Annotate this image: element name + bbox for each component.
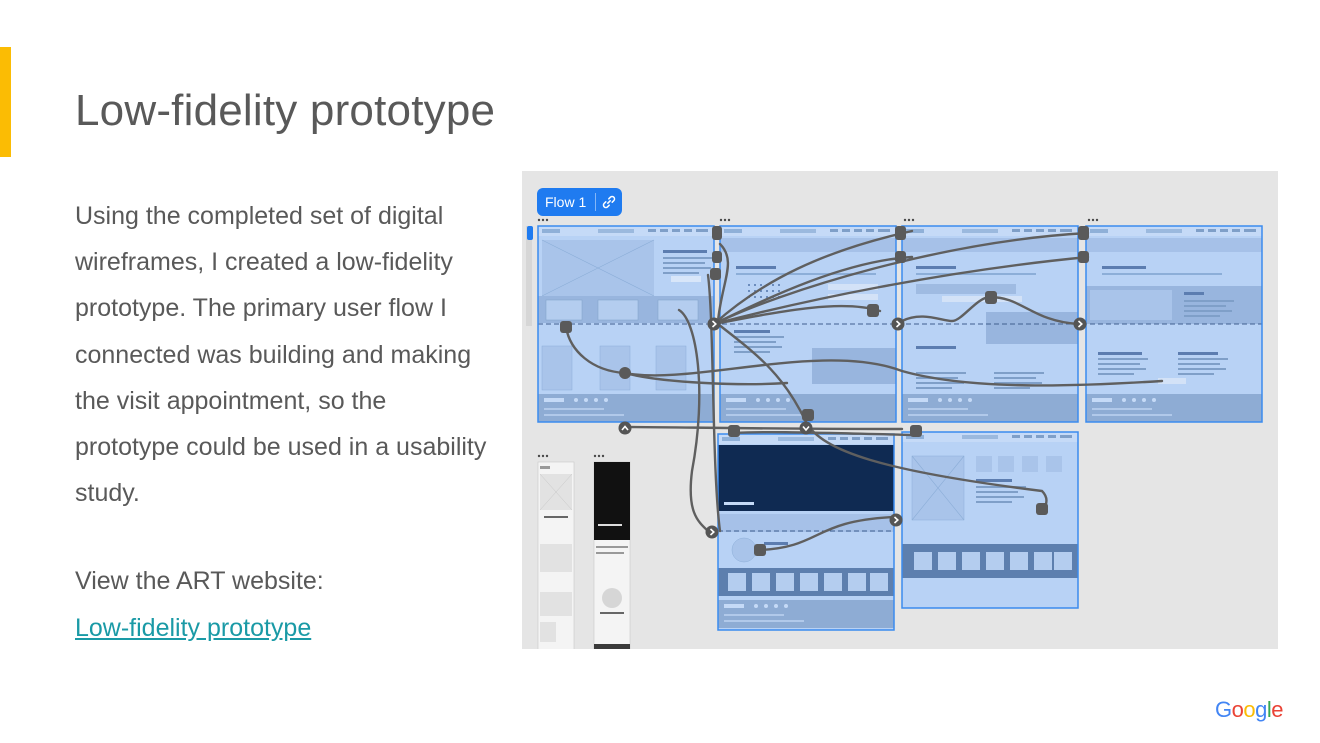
wireframe-flow-diagram — [526, 218, 1263, 649]
flow-badge-divider — [595, 193, 597, 211]
logo-letter: G — [1215, 697, 1232, 722]
logo-letter: o — [1243, 697, 1256, 722]
prototype-canvas[interactable]: Flow 1 — [522, 171, 1278, 649]
flow-label: Flow 1 — [545, 194, 587, 210]
logo-letter: l — [1266, 697, 1272, 722]
view-website-label: View the ART website: — [75, 567, 324, 595]
google-logo: Google — [1215, 697, 1284, 723]
logo-letter: e — [1271, 697, 1284, 722]
flow-badge[interactable]: Flow 1 — [537, 188, 623, 216]
body-text: Using the completed set of digital wiref… — [75, 202, 487, 508]
logo-letter: g — [1255, 697, 1267, 722]
link-icon[interactable] — [596, 188, 622, 216]
slide-title: Low-fidelity prototype — [75, 86, 496, 135]
link-icon-glyph — [603, 195, 616, 209]
accent-bar — [0, 47, 11, 157]
logo-letter: o — [1231, 697, 1244, 722]
low-fidelity-prototype-link[interactable]: Low-fidelity prototype — [75, 614, 312, 642]
